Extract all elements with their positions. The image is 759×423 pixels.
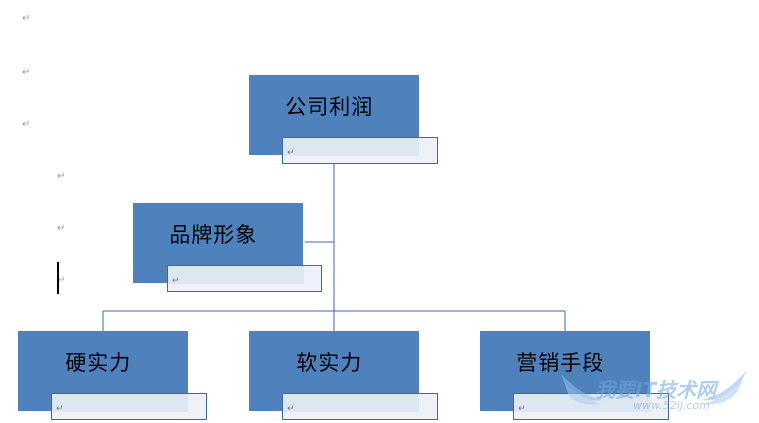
paragraph-mark: ↵ [606, 363, 614, 373]
paragraph-mark: ↵ [22, 119, 31, 130]
node-label: 软实力 [296, 351, 363, 375]
watermark-text: 我要IT技术网 [595, 378, 717, 402]
watermark-url: www.52ij.com [633, 399, 710, 412]
node-label: 公司利润 [285, 95, 374, 119]
paragraph-mark: ↵ [57, 171, 66, 182]
node-hard-power-text-box[interactable]: ↵ [51, 393, 207, 420]
node-label: 品牌形象 [169, 223, 258, 247]
node-brand-image-text-box[interactable]: ↵ [167, 265, 322, 292]
paragraph-mark: ↵ [375, 107, 383, 117]
text-cursor [57, 262, 59, 294]
node-label: 硬实力 [65, 351, 132, 375]
paragraph-mark: ↵ [172, 276, 180, 286]
node-soft-power-text-box[interactable]: ↵ [282, 393, 438, 420]
paragraph-mark: ↵ [56, 404, 64, 414]
paragraph-mark: ↵ [259, 235, 267, 245]
paragraph-mark: ↵ [22, 67, 31, 78]
paragraph-mark: ↵ [364, 363, 372, 373]
paragraph-mark: ↵ [518, 404, 526, 414]
wing-logo-icon [561, 370, 747, 405]
node-company-profit-text-box[interactable]: ↵ [282, 137, 438, 164]
node-label: 营销手段 [516, 351, 605, 375]
paragraph-mark: ↵ [133, 363, 141, 373]
paragraph-mark: ↵ [57, 275, 66, 286]
paragraph-mark: ↵ [22, 13, 31, 24]
paragraph-mark: ↵ [287, 148, 295, 158]
paragraph-mark: ↵ [57, 223, 66, 234]
paragraph-mark: ↵ [287, 404, 295, 414]
site-watermark: 我要IT技术网 www.52ij.com [555, 366, 755, 416]
